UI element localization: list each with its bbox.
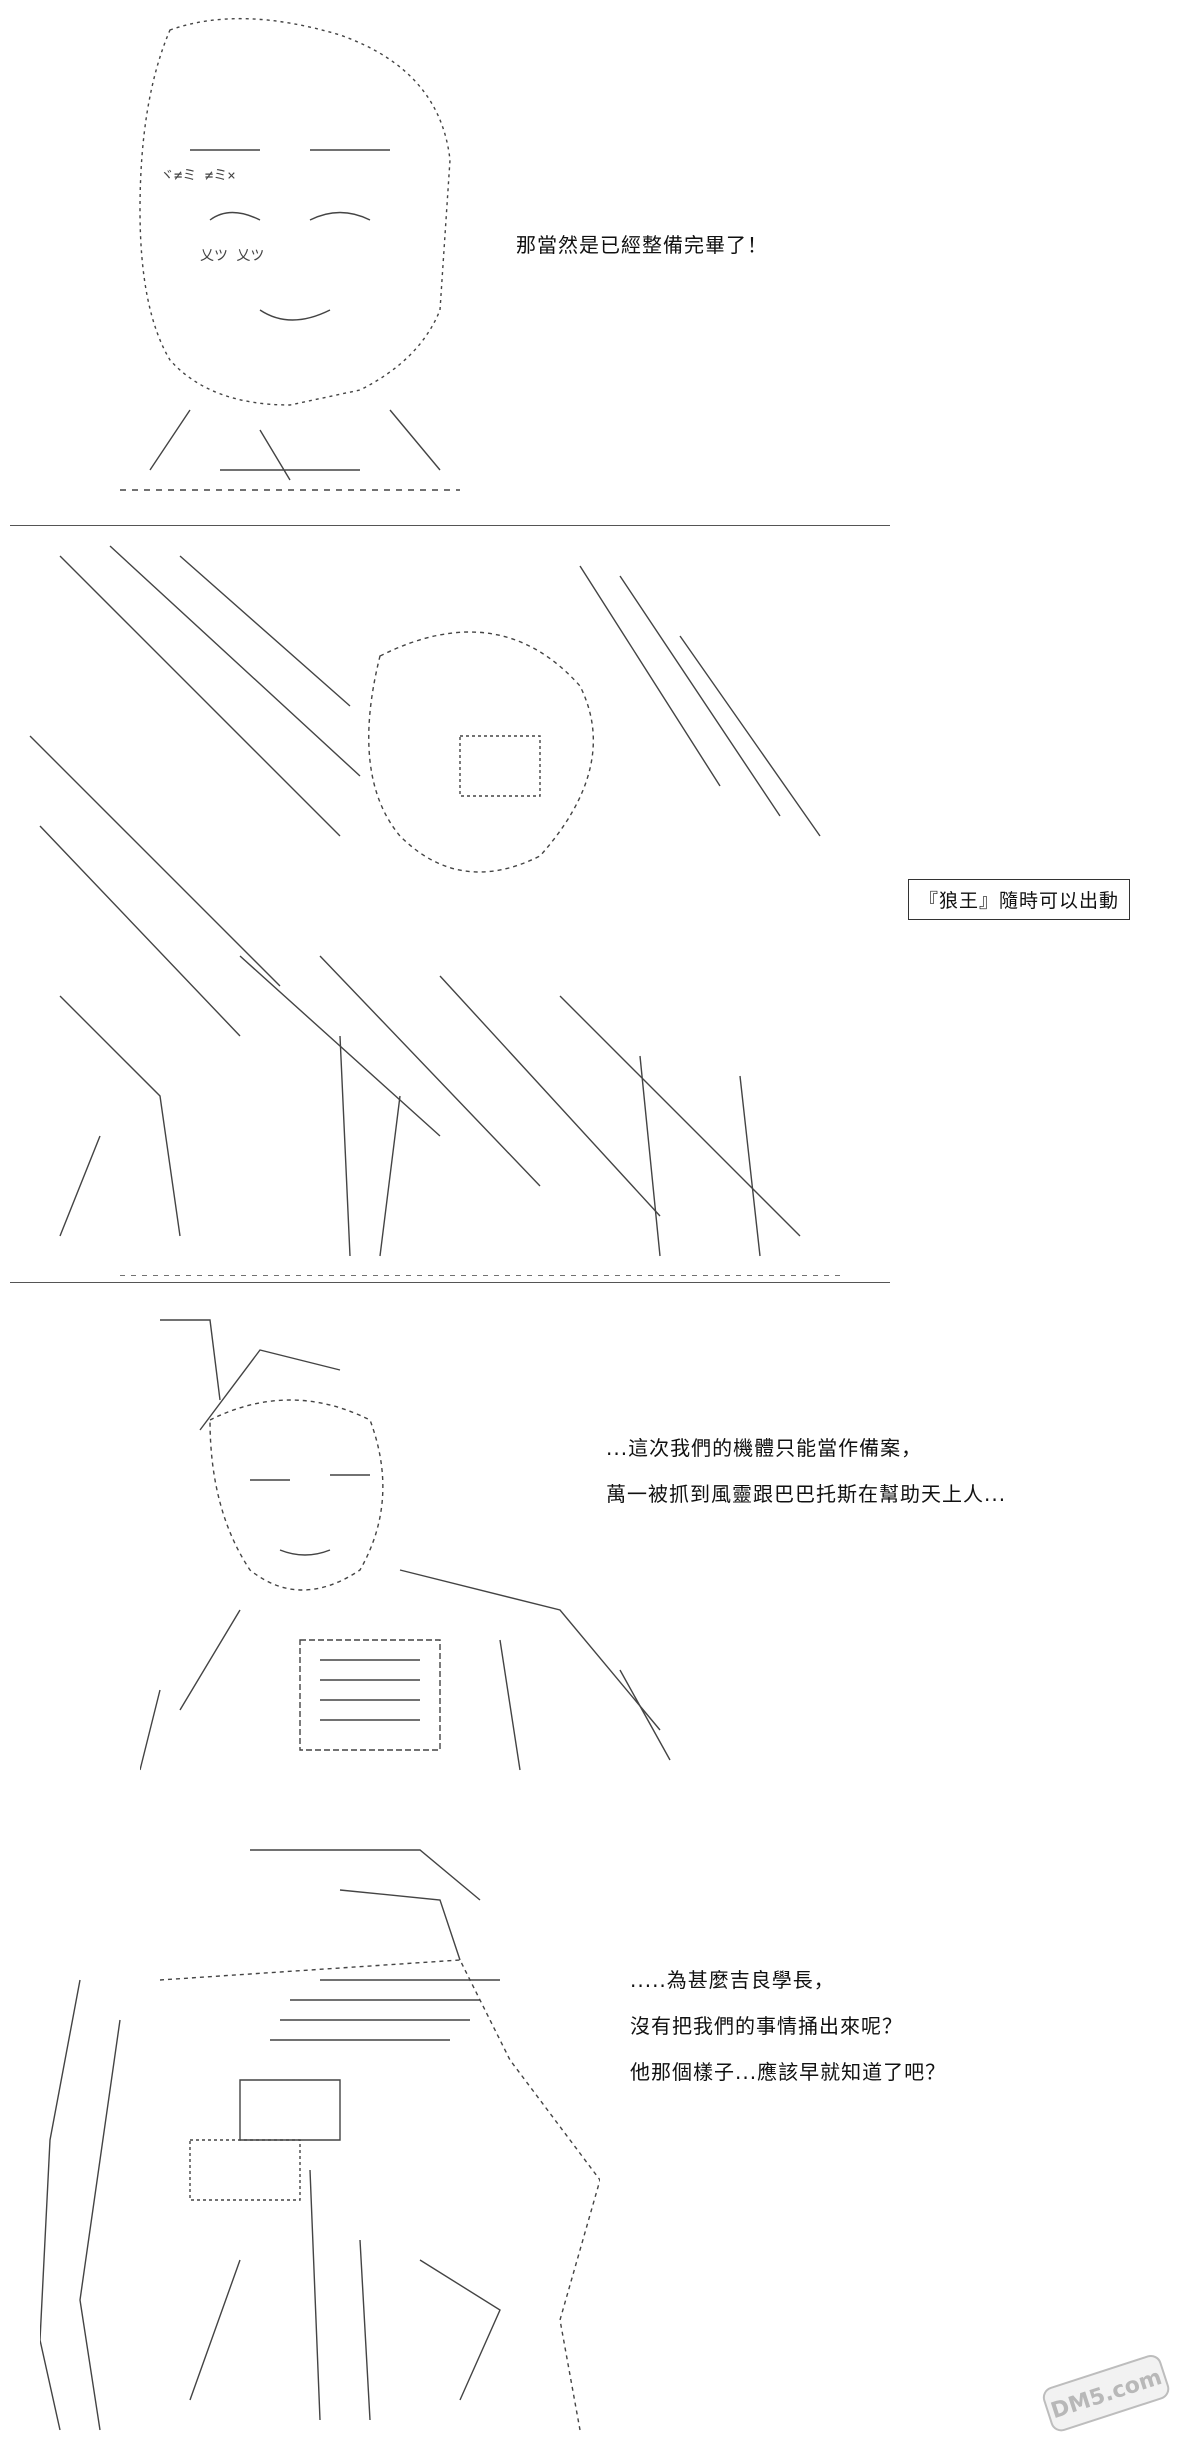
panel-divider [10, 1282, 890, 1283]
panel-divider [10, 525, 890, 526]
watermark-logo: DM5.com [1032, 2353, 1182, 2443]
ascii-art-mecha [20, 536, 880, 1276]
panel-3-caption: ...這次我們的機體只能當作備案， 萬一被抓到風靈跟巴巴托斯在幫助天上人... [606, 1425, 1006, 1517]
svg-text:ヾ≠ミ ≠ミ×: ヾ≠ミ ≠ミ× [160, 168, 236, 184]
panel-3: ...這次我們的機體只能當作備案， 萬一被抓到風靈跟巴巴托斯在幫助天上人... [0, 1290, 1200, 1830]
ascii-art-figure [40, 1840, 600, 2440]
caption-line: ...這次我們的機體只能當作備案， [606, 1436, 923, 1460]
svg-text:乂ツ 乂ツ: 乂ツ 乂ツ [200, 248, 264, 264]
panel-2: 『狼王』隨時可以出動 [0, 526, 1200, 1286]
caption-line: 那當然是已經整備完畢了！ [516, 233, 768, 257]
panel-4-caption: .....為甚麼吉良學長， 沒有把我們的事情捅出來呢？ 他那個樣子...應該早就… [630, 1957, 946, 2095]
panel-2-boxed-caption: 『狼王』隨時可以出動 [908, 879, 1131, 920]
panel-1-caption: 那當然是已經整備完畢了！ [516, 222, 768, 268]
panel-1: ヾ≠ミ ≠ミ× 乂ツ 乂ツ 那當然是已經整備完畢了！ [0, 0, 1200, 540]
ascii-art-portrait-2 [140, 1310, 700, 1810]
caption-line: 他那個樣子...應該早就知道了吧？ [630, 2060, 947, 2084]
caption-line: .....為甚麼吉良學長， [630, 1968, 835, 1992]
ascii-art-portrait-1: ヾ≠ミ ≠ミ× 乂ツ 乂ツ [60, 10, 480, 500]
caption-line: 沒有把我們的事情捅出來呢？ [630, 2014, 903, 2038]
caption-line: 萬一被抓到風靈跟巴巴托斯在幫助天上人... [606, 1482, 1007, 1506]
panel-4: .....為甚麼吉良學長， 沒有把我們的事情捅出來呢？ 他那個樣子...應該早就… [0, 1830, 1200, 2455]
